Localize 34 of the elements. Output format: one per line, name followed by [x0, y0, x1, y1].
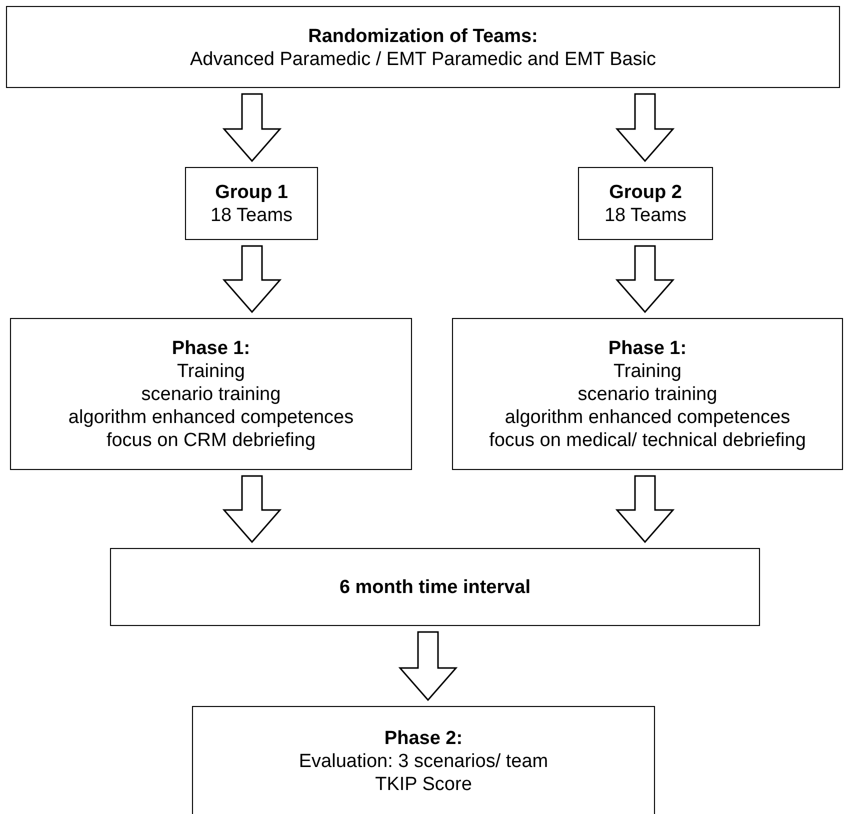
box-text: focus on medical/ technical debriefing — [489, 428, 806, 452]
process-box — [10, 318, 412, 470]
box-heading: Phase 2: — [384, 727, 463, 750]
box-heading: Group 1 — [215, 180, 288, 204]
block-arrow — [222, 475, 282, 544]
block-arrow — [398, 631, 458, 702]
block-arrow — [615, 93, 675, 162]
box-text: scenario training — [578, 382, 718, 406]
box-text: 18 Teams — [604, 204, 687, 226]
box-heading: 6 month time interval — [339, 576, 531, 598]
process-box — [578, 167, 713, 240]
box-text: Evaluation: 3 scenarios/ team — [298, 750, 548, 773]
box-text: TKIP Score — [375, 773, 472, 796]
box-heading: Phase 1: — [172, 336, 250, 360]
process-box — [185, 167, 318, 240]
box-heading: Phase 1: — [608, 336, 687, 360]
box-text: algorithm enhanced competences — [68, 406, 354, 428]
block-arrow — [615, 475, 675, 544]
process-box — [6, 6, 840, 88]
box-heading: Group 2 — [609, 180, 682, 204]
block-arrow — [222, 245, 282, 314]
box-text: 18 Teams — [210, 204, 293, 226]
box-text: scenario training — [141, 382, 281, 406]
box-text: Training — [177, 360, 245, 382]
box-text: algorithm enhanced competences — [504, 406, 790, 428]
block-arrow — [222, 93, 282, 162]
box-text: focus on CRM debriefing — [106, 428, 316, 452]
process-box — [192, 706, 655, 814]
block-arrow — [615, 245, 675, 314]
box-text: Training — [614, 360, 682, 382]
box-heading: Randomization of Teams: — [308, 25, 538, 48]
interval-box — [110, 548, 760, 626]
process-box — [452, 318, 843, 470]
box-text: Advanced Paramedic / EMT Paramedic and EMT Basic — [190, 48, 656, 71]
